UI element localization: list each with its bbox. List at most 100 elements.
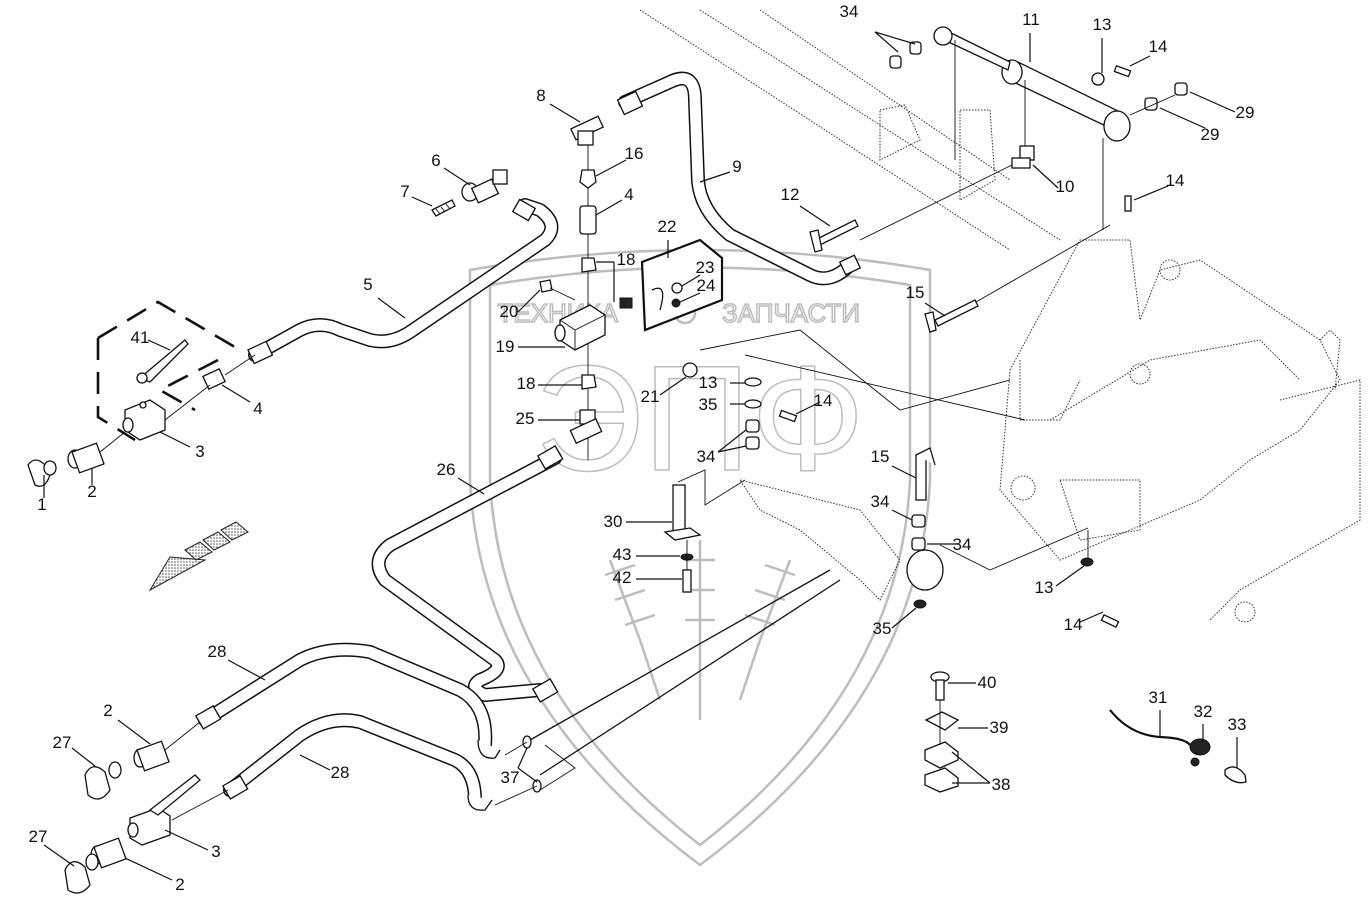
callout-leader-line	[159, 431, 191, 448]
callout-clamp-plate: 39	[958, 718, 1008, 737]
callout-leader-line	[681, 274, 701, 287]
callout-leader-line	[549, 103, 581, 123]
pin-14	[778, 409, 798, 423]
callout-leader-line	[1133, 185, 1169, 201]
hose-9	[618, 71, 857, 286]
callout-bolt-pin: 30	[604, 512, 672, 531]
callout-leader-line	[443, 167, 471, 186]
hose-28-upper	[198, 642, 493, 752]
callout-number: 41	[131, 328, 150, 347]
pivot-boss	[906, 549, 944, 591]
bushing-34	[911, 537, 926, 551]
callout-leader-line	[1159, 107, 1206, 129]
callout-bushing: 34	[871, 492, 913, 521]
callout-number: 7	[400, 182, 409, 201]
callout-number: 18	[517, 374, 536, 393]
callout-leader-line	[799, 205, 831, 227]
callout-bushing: 29	[1159, 107, 1219, 144]
callout-bushing: 34	[697, 429, 747, 466]
callout-ball-valve: 3	[164, 829, 221, 861]
callout-number: 28	[208, 642, 227, 661]
callout-number: 21	[641, 387, 660, 406]
bushing-34	[745, 419, 760, 433]
bushing-29	[1174, 82, 1188, 96]
connection-lines-37	[529, 569, 841, 776]
cable-clip-32	[1189, 738, 1211, 767]
callout-leader-line	[1032, 164, 1059, 189]
parts	[27, 26, 1247, 894]
callout-number: 42	[613, 568, 632, 587]
callout-number: 27	[29, 827, 48, 846]
hose-5	[248, 198, 559, 362]
hose-end-fitting	[221, 775, 249, 800]
callout-hose: 28	[208, 642, 266, 681]
callout-pin: 14	[1133, 171, 1184, 201]
callout-number: 37	[501, 768, 520, 787]
adapter-4	[579, 205, 597, 235]
hose-28-lower	[223, 713, 482, 807]
callout-number: 6	[431, 151, 440, 170]
callout-washer-nut: 24	[679, 276, 715, 303]
callout-cable-clip: 32	[1194, 702, 1213, 742]
seal-ring-35	[744, 399, 762, 409]
banjo-fitting-8	[570, 115, 604, 146]
seal-ring-13	[1080, 557, 1094, 567]
callout-leader-line	[891, 509, 913, 521]
callout-leader-line	[595, 159, 627, 177]
callout-washer: 37	[501, 747, 538, 787]
ball-valve-3	[122, 399, 166, 441]
callout-dust-cap: 27	[53, 733, 96, 767]
callout-pin: 14	[795, 391, 832, 415]
lynch-pin-15-lower	[915, 447, 936, 501]
callout-number: 35	[699, 395, 718, 414]
callout-lynch-pin: 12	[781, 185, 831, 227]
valve-handle-41	[136, 339, 189, 384]
brake-cylinder-11	[933, 26, 1131, 142]
callout-lynch-pin: 15	[906, 283, 946, 317]
callout-leader-line	[595, 199, 623, 216]
bracket-plate-22	[640, 238, 724, 332]
quick-coupler-2-upper	[133, 740, 170, 772]
callout-number: 11	[1022, 10, 1040, 29]
callout-leader-line	[43, 844, 75, 867]
nipple-18	[581, 257, 597, 273]
quick-coupler-2	[67, 442, 105, 474]
callout-number: 34	[840, 2, 859, 21]
machine-frame	[639, 9, 1361, 623]
callout-nipple: 16	[595, 144, 643, 177]
callout-nut: 21	[641, 376, 687, 406]
callout-leader-line	[1189, 91, 1236, 113]
ball-valve-3-lower	[127, 774, 201, 846]
callout-hose: 26	[437, 460, 485, 495]
callout-number: 30	[604, 512, 623, 531]
callout-seal-ring: 35	[699, 395, 745, 414]
callout-leader-line	[1079, 611, 1104, 623]
callout-bracket-plate: 22	[658, 217, 676, 258]
callout-number: 13	[1035, 578, 1054, 597]
callout-leader-line	[517, 747, 528, 769]
callout-ball-valve: 3	[159, 431, 205, 461]
callout-number: 27	[53, 733, 72, 752]
callout-leader-line	[517, 289, 541, 313]
callout-brake-cylinder: 11	[1022, 10, 1040, 62]
hose-end-fitting	[247, 340, 274, 365]
callout-number: 9	[732, 157, 741, 176]
callout-leader-line	[71, 747, 96, 767]
tee-fitting-25	[569, 409, 603, 445]
callout-number: 32	[1194, 702, 1213, 721]
callout-number: 40	[978, 673, 997, 692]
callout-leader-line	[1055, 565, 1085, 587]
callout-number: 28	[331, 763, 350, 782]
callout-adapter: 4	[595, 185, 634, 216]
cable-31	[1109, 709, 1191, 746]
adapter-4-left	[202, 367, 226, 391]
callout-leader-line	[227, 659, 266, 681]
callout-number: 14	[1064, 615, 1083, 634]
callout-nipple: 18	[517, 374, 582, 393]
callout-number: 15	[906, 283, 925, 302]
bleed-screw-7	[431, 199, 456, 217]
callout-elbow-fitting: 10	[1032, 164, 1074, 196]
callout-leader-line	[517, 767, 538, 783]
callout-number: 3	[195, 442, 204, 461]
